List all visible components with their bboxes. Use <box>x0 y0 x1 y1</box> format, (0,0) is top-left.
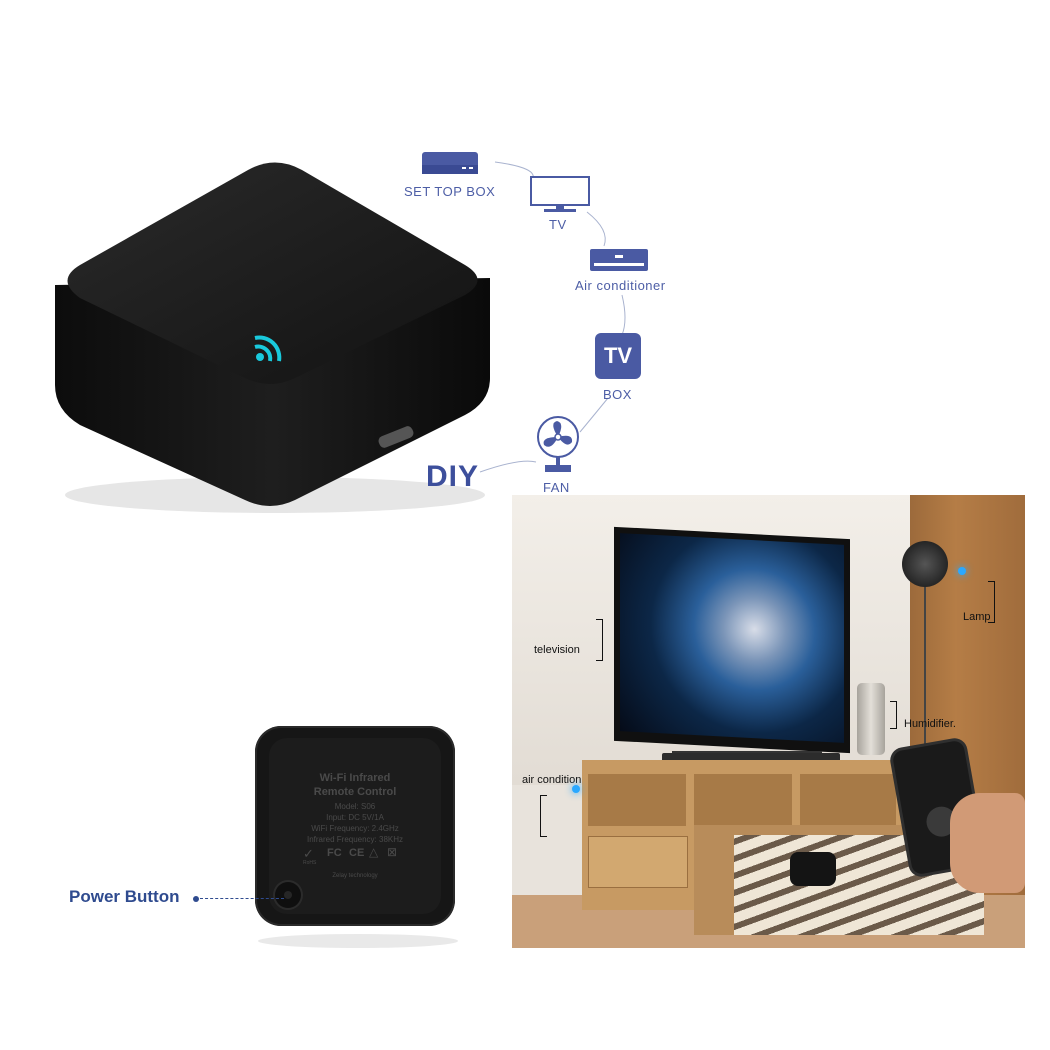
ce-mark: CE <box>349 847 365 859</box>
back-model: Model: S06 <box>334 802 376 811</box>
back-infrared-frequency: Infrared Frequency: 38KHz <box>306 835 404 844</box>
tv-icon <box>530 176 590 212</box>
back-input: Input: DC 5V/1A <box>326 813 384 822</box>
back-title-line1: Wi-Fi Infrared <box>319 772 391 784</box>
diagram-connectors <box>479 161 626 473</box>
diy-label: DIY <box>426 460 480 493</box>
device-back-shadow <box>258 934 458 948</box>
fan-icon <box>537 416 579 472</box>
air-condition-label-bracket <box>540 795 547 837</box>
power-button-label: Power Button <box>69 887 180 906</box>
hand <box>950 793 1025 893</box>
power-button-dot <box>284 891 292 899</box>
set-top-box-icon <box>422 152 478 174</box>
device-product-image <box>55 162 490 513</box>
back-manufacturer: Zelay technology <box>332 873 378 879</box>
humidifier <box>857 683 885 755</box>
tv-label: TV <box>549 217 567 232</box>
device-back-panel: Wi-Fi Infrared Remote Control Model: S06… <box>255 726 455 926</box>
power-button-pointer-line <box>200 898 284 899</box>
room-scene: television Lamp Humidifier. air conditio… <box>512 495 1025 948</box>
fc-mark: FC <box>327 847 342 859</box>
back-wifi-frequency: WiFi Frequency: 2.4GHz <box>311 824 399 833</box>
tv-box-icon-text: TV <box>603 343 633 368</box>
ac-signal-dot <box>572 785 580 793</box>
air-condition-label: air condition <box>522 774 582 786</box>
warning-triangle-icon: △ <box>369 845 379 859</box>
hub-device-on-table <box>790 852 836 886</box>
power-button[interactable] <box>275 882 301 908</box>
cabinet-shelf-left <box>588 774 686 826</box>
tv-box-label: BOX <box>603 387 632 402</box>
air-conditioner-icon <box>590 249 648 271</box>
set-top-box-label: SET TOP BOX <box>404 184 496 199</box>
device-back-label-area <box>269 738 441 914</box>
television <box>614 526 850 754</box>
wall-lamp <box>902 541 948 587</box>
tv-screen <box>620 533 844 743</box>
rohs-label: RoHS <box>303 860 317 866</box>
lamp-signal-dot <box>958 567 966 575</box>
cabinet-shelf-right <box>800 774 896 826</box>
lamp-pole <box>924 587 926 757</box>
power-button-pointer-dot <box>193 896 199 902</box>
back-title-line2: Remote Control <box>313 786 397 798</box>
air-conditioner-label: Air conditioner <box>575 278 666 293</box>
lamp-label: Lamp <box>963 611 991 623</box>
cabinet-drawer-left <box>588 836 688 888</box>
weee-bin-icon: ⊠ <box>387 845 398 859</box>
rohs-check-icon: ✓ <box>303 846 314 861</box>
fan-label: FAN <box>543 480 570 495</box>
humidifier-label: Humidifier. <box>904 718 956 730</box>
lamp-label-bracket <box>988 581 995 623</box>
television-label: television <box>534 644 580 656</box>
television-label-bracket <box>596 619 603 661</box>
tv-box-icon: TV <box>595 333 641 379</box>
cabinet-shelf-middle <box>694 774 792 826</box>
certification-marks: ✓ RoHS FC CE △ ⊠ <box>303 844 413 866</box>
coffee-table <box>694 825 984 935</box>
wifi-led-icon <box>254 335 282 362</box>
humidifier-label-bracket <box>890 701 897 729</box>
